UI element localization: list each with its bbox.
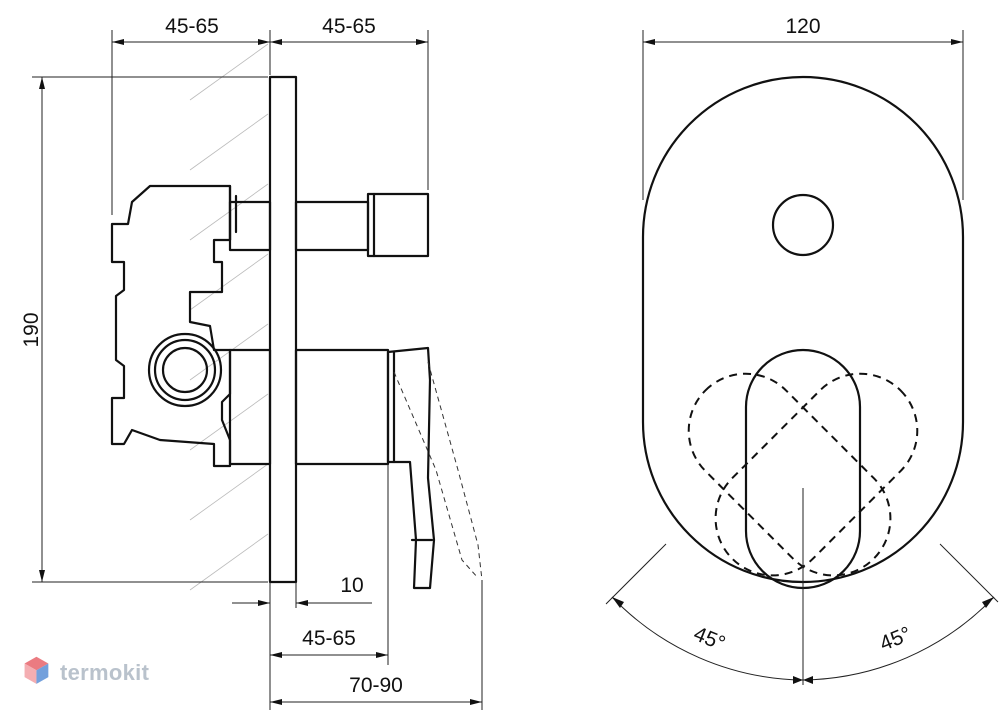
dim-height — [32, 76, 268, 583]
angle-label-left: 45° — [690, 622, 728, 655]
lever-handle — [386, 346, 436, 590]
side-view: 45-65 45-65 190 — [20, 15, 483, 710]
cartridge-cover — [294, 348, 390, 466]
watermark-brand: termokit — [60, 660, 150, 685]
termokit-logo-icon — [24, 656, 49, 684]
wall-hatching — [189, 43, 269, 591]
lever-rotated-positions — [687, 372, 919, 577]
front-view: 120 45° 45° — [605, 15, 999, 685]
dim-label-bottom-1: 45-65 — [302, 627, 356, 650]
dim-angle — [605, 488, 999, 685]
diverter-stem — [294, 200, 370, 252]
dim-label-height: 190 — [20, 312, 43, 347]
lever-alt-position — [393, 361, 483, 581]
thread-connector — [147, 332, 223, 408]
diverter-knob — [366, 192, 430, 258]
cover-plate — [268, 75, 298, 584]
dim-top — [111, 30, 429, 215]
mixer-body — [110, 184, 232, 468]
dim-plate — [232, 582, 372, 710]
angle-label-right: 45° — [877, 622, 915, 655]
dim-label-top-left: 45-65 — [165, 15, 219, 38]
dim-width — [642, 30, 964, 200]
diverter-knob-front — [771, 193, 835, 257]
dim-label-top-right: 45-65 — [322, 15, 376, 38]
dim-bottom — [270, 464, 483, 710]
dim-label-bottom-2: 70-90 — [349, 674, 403, 697]
dim-label-width: 120 — [785, 15, 820, 38]
dim-label-plate: 10 — [340, 574, 363, 597]
